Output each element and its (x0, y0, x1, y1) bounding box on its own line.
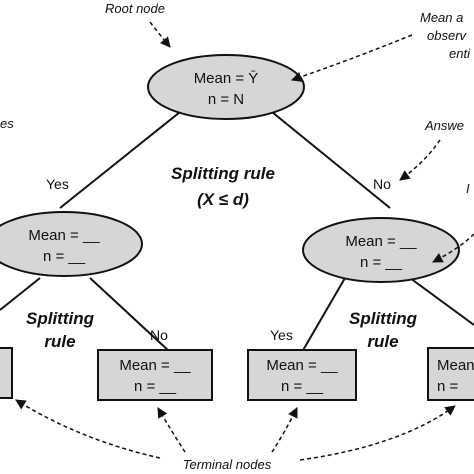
terminal-2-mean: Mean = __ (266, 357, 338, 374)
edge-right-terminal3 (409, 277, 474, 326)
branch-no-top: No (373, 176, 391, 192)
branch-yes-top: Yes (46, 176, 69, 192)
arrow-answer (399, 139, 441, 181)
split-rule-right-line2: rule (367, 332, 398, 351)
arrow-root-node (149, 21, 171, 48)
edge-right-terminal2 (301, 277, 346, 353)
edge-root-left (59, 111, 181, 209)
terminal-1-n: n = __ (134, 378, 177, 395)
terminal-1-mean: Mean = __ (119, 357, 191, 374)
terminal-node-partial-right (427, 347, 474, 401)
annotation-mean-line1: Mean a (420, 10, 463, 25)
arrow-right-node-mean (432, 233, 474, 263)
terminal-right-mean: Mean (437, 357, 474, 374)
arrow-terminal-0 (15, 399, 161, 459)
split-rule-top-line2: (X ≤ d) (197, 190, 249, 209)
branch-yes-right: Yes (270, 327, 293, 343)
left-node-n: n = __ (43, 248, 86, 265)
annotation-terminal-nodes: Terminal nodes (183, 457, 272, 472)
annotation-nodes-partial: es (0, 116, 14, 131)
edge-root-right (271, 111, 391, 209)
split-rule-left-line1: Splitting (26, 309, 95, 328)
terminal-right-n: n = (437, 378, 459, 395)
arrow-terminal-1 (157, 407, 186, 453)
arrow-terminal-2 (271, 407, 298, 453)
right-node-n: n = __ (360, 254, 403, 271)
right-node-mean: Mean = __ (345, 233, 417, 250)
left-node-mean: Mean = __ (28, 227, 100, 244)
annotation-mean-line3: enti (449, 46, 471, 61)
split-rule-left-line2: rule (44, 332, 75, 351)
edge-left-terminal1 (89, 277, 171, 353)
left-node (0, 211, 143, 277)
terminal-node-2 (247, 349, 357, 401)
terminal-node-partial-left (0, 347, 13, 399)
edge-left-terminal0 (0, 277, 41, 311)
split-rule-top-line1: Splitting rule (171, 164, 275, 183)
root-node (147, 54, 305, 120)
root-mean: Mean = Ȳ (194, 70, 259, 87)
terminal-node-1 (97, 349, 213, 401)
terminal-2-n: n = __ (281, 378, 324, 395)
split-rule-right-line1: Splitting (349, 309, 418, 328)
annotation-answer-partial: Answe (424, 118, 464, 133)
right-node (302, 217, 460, 283)
arrow-terminal-3 (299, 405, 456, 461)
annotation-mean-line2: observ (427, 28, 468, 43)
annotation-right-partial: I (466, 181, 470, 196)
annotation-root-node: Root node (105, 1, 165, 16)
branch-no-left: No (150, 327, 168, 343)
arrow-mean-observations (291, 34, 413, 82)
root-n: n = N (208, 91, 244, 108)
